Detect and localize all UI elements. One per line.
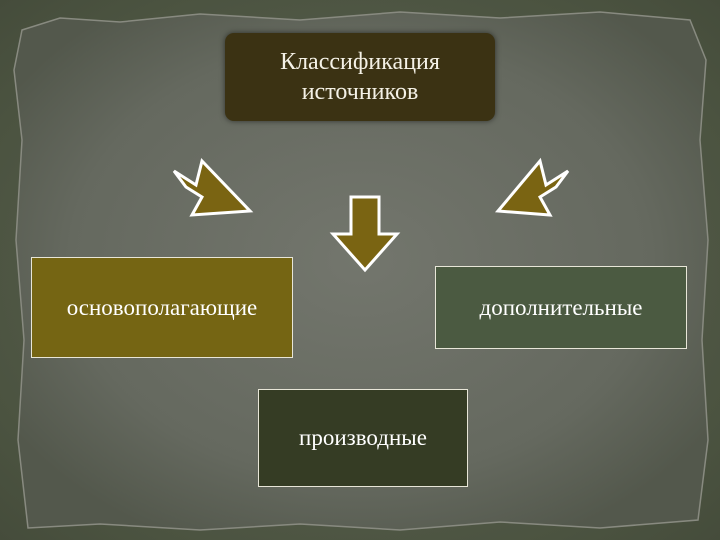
- arrow-left-diagonal: [172, 158, 254, 217]
- root-node: Классификация источников: [225, 33, 495, 121]
- arrow-right-diagonal: [494, 157, 570, 217]
- node-derived-label: производные: [299, 425, 427, 450]
- arrow-down-center: [329, 195, 401, 273]
- root-node-label: Классификация источников: [280, 49, 440, 105]
- node-additional: дополнительные: [435, 266, 687, 349]
- node-additional-label: дополнительные: [479, 294, 643, 320]
- node-derived: производные: [258, 389, 468, 487]
- node-fundamental: основополагающие: [31, 257, 293, 358]
- node-fundamental-label: основополагающие: [66, 294, 258, 320]
